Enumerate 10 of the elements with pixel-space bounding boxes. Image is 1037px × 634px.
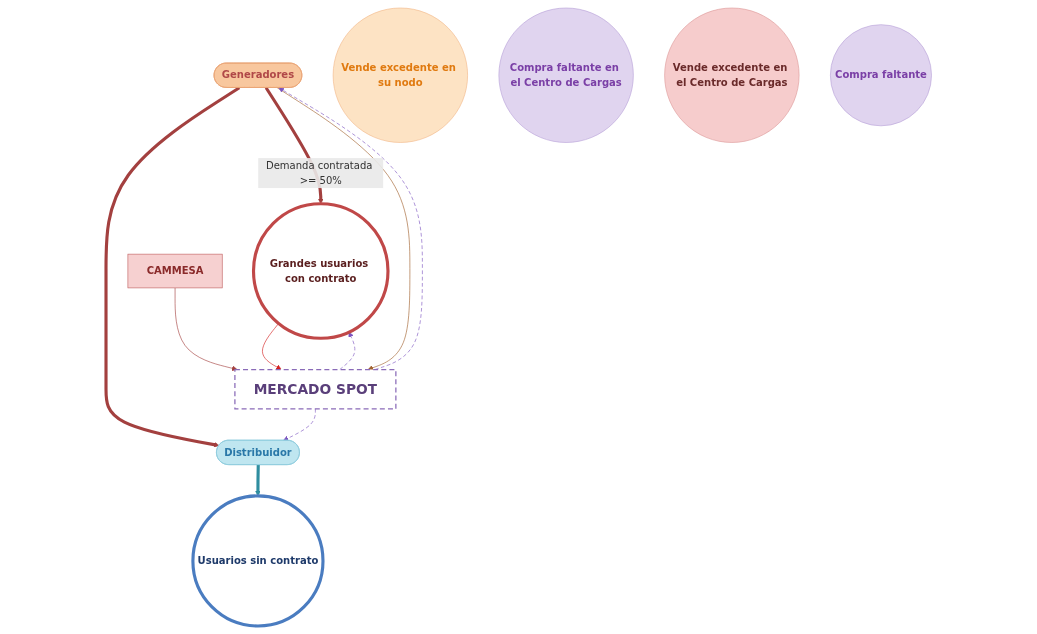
node-circle: Compra faltante en el Centro de Cargas bbox=[498, 7, 634, 143]
edge-label: Demanda contratada >= 50% bbox=[265, 159, 373, 187]
node-circle: Compra faltante bbox=[829, 24, 932, 127]
node-box: CAMMESA bbox=[127, 253, 223, 289]
arrow bbox=[254, 464, 261, 497]
node-circle: Vende excedente en el Centro de Cargas bbox=[664, 7, 800, 143]
node-circle: Usuarios sin contrato bbox=[191, 494, 325, 628]
node-circle: Vende excedente en su nodo bbox=[332, 7, 468, 143]
node-box: MERCADO SPOT bbox=[234, 368, 397, 410]
node-circle: Grandes usuarios con contrato bbox=[251, 202, 390, 340]
